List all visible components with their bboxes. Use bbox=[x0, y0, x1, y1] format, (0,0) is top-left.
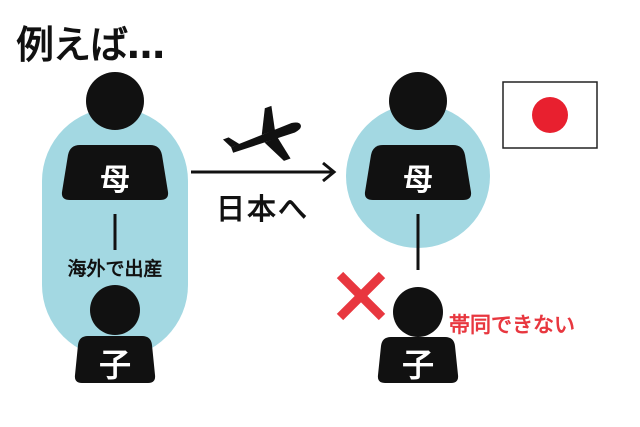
arrow-to-japan bbox=[191, 161, 337, 183]
left-mother-figure bbox=[61, 72, 169, 200]
cross-icon bbox=[336, 271, 386, 321]
left-child-figure bbox=[74, 285, 156, 383]
left-mother-label: 母 bbox=[100, 163, 130, 198]
left-child-label: 子 bbox=[98, 346, 131, 384]
right-child-figure bbox=[377, 287, 459, 383]
japan-flag-icon bbox=[502, 81, 598, 149]
right-child-label: 子 bbox=[401, 346, 434, 384]
airplane-icon bbox=[222, 105, 301, 161]
transition-label: 日本へ bbox=[215, 192, 309, 226]
right-mother-figure bbox=[364, 72, 472, 200]
right-mother-label: 母 bbox=[403, 163, 433, 198]
page-title: 例えば… bbox=[16, 23, 165, 67]
relation-label: 海外で出産 bbox=[67, 258, 163, 280]
status-label: 帯同できない bbox=[449, 313, 575, 337]
